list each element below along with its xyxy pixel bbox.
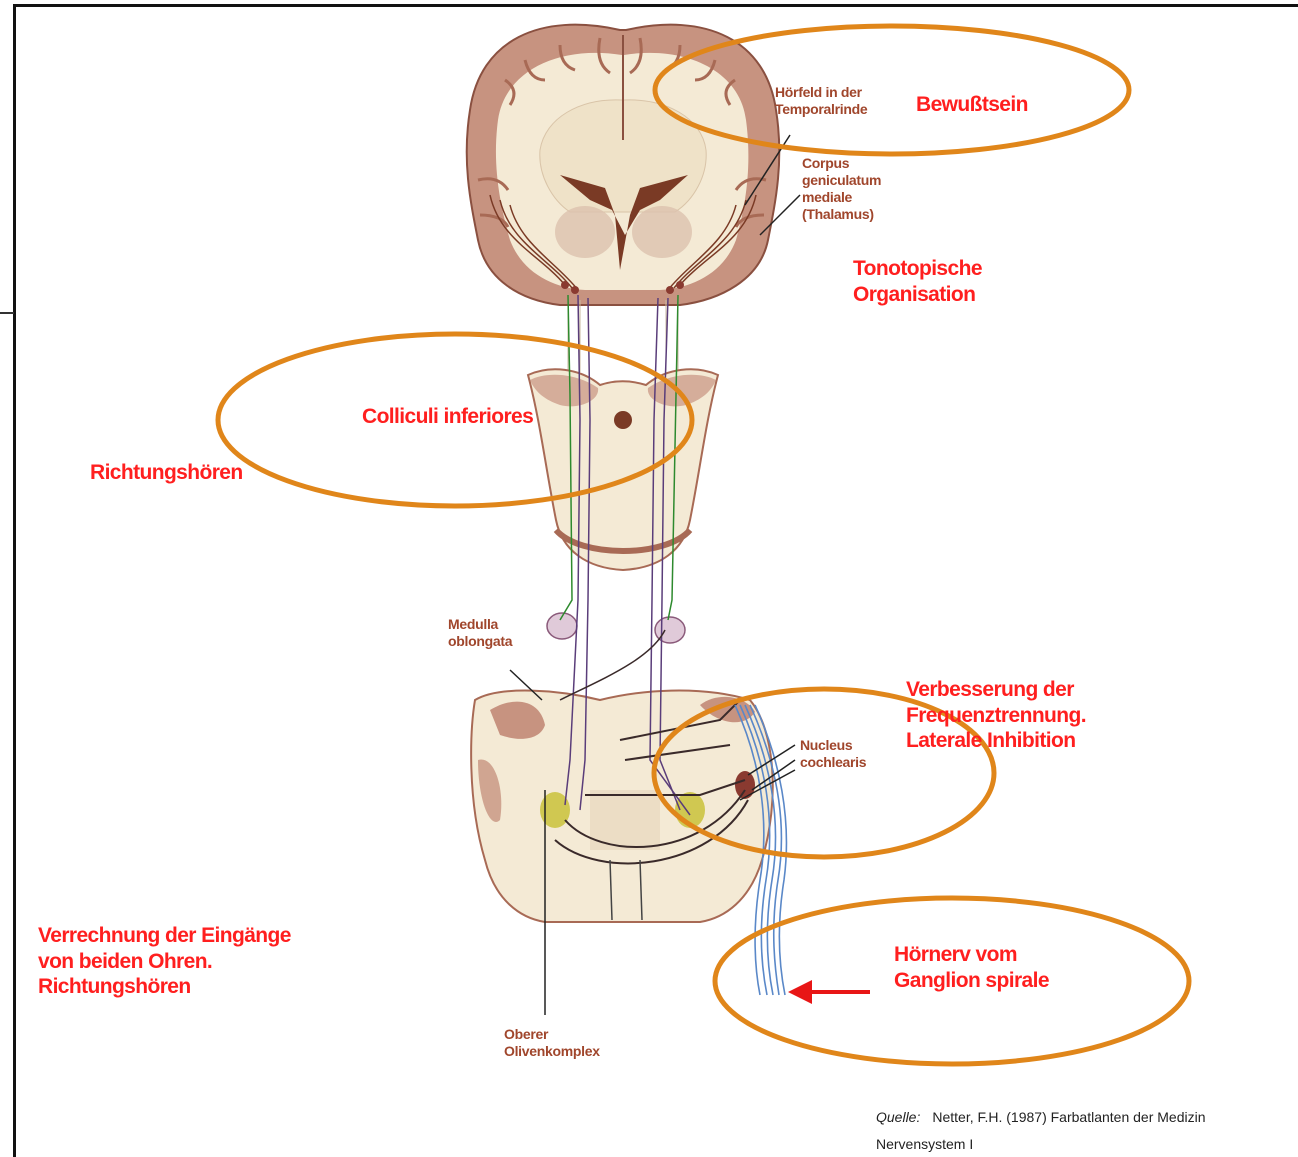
label-line: Hörfeld in der	[775, 84, 867, 101]
anat-medulla: Medulla oblongata	[448, 616, 512, 650]
label-line: Hörnerv vom	[894, 942, 1049, 968]
source-citation: Quelle: Netter, F.H. (1987) Farbatlanten …	[876, 1104, 1206, 1157]
medulla-section	[471, 691, 773, 922]
label-line: oblongata	[448, 633, 512, 650]
label-line: Tonotopische	[853, 256, 982, 282]
source-prefix: Quelle:	[876, 1109, 920, 1125]
label-hoernerv: Hörnerv vom Ganglion spirale	[894, 942, 1049, 993]
label-verbesserung: Verbesserung der Frequenztrennung. Later…	[906, 677, 1086, 754]
label-line: von beiden Ohren.	[38, 949, 291, 975]
label-richtungshoeren: Richtungshören	[90, 460, 243, 486]
source-text: Netter, F.H. (1987) Farbatlanten der Med…	[932, 1109, 1205, 1125]
label-line: Oberer	[504, 1026, 600, 1043]
anat-corpus-geniculatum: Corpus geniculatum mediale (Thalamus)	[802, 155, 881, 223]
label-line: Frequenztrennung.	[906, 703, 1086, 729]
label-line: Medulla	[448, 616, 512, 633]
midbrain-section	[528, 369, 718, 570]
label-line: Verbesserung der	[906, 677, 1086, 703]
red-arrow	[788, 980, 870, 1004]
anat-nucleus: Nucleus cochlearis	[800, 737, 866, 771]
source-line: Nervensystem I	[876, 1131, 1206, 1157]
label-colliculi: Colliculi inferiores	[362, 404, 533, 430]
label-line: Nucleus	[800, 737, 866, 754]
label-line: (Thalamus)	[802, 206, 881, 223]
brain-coronal-section	[467, 25, 780, 372]
label-bewusstsein: Bewußtsein	[916, 92, 1028, 118]
label-line: Richtungshören	[38, 974, 291, 1000]
label-line: Olivenkomplex	[504, 1043, 600, 1060]
pons-nuclei	[547, 613, 685, 643]
label-verrechnung: Verrechnung der Eingänge von beiden Ohre…	[38, 923, 291, 1000]
label-tonotopische: Tonotopische Organisation	[853, 256, 982, 307]
label-line: Organisation	[853, 282, 982, 308]
label-line: Laterale Inhibition	[906, 728, 1086, 754]
anat-oberer-olivenkomplex: Oberer Olivenkomplex	[504, 1026, 600, 1060]
label-line: cochlearis	[800, 754, 866, 771]
source-line: Quelle: Netter, F.H. (1987) Farbatlanten …	[876, 1104, 1206, 1131]
label-line: Ganglion spirale	[894, 968, 1049, 994]
anat-hoerfeld: Hörfeld in der Temporalrinde	[775, 84, 867, 118]
label-line: geniculatum	[802, 172, 881, 189]
label-line: Corpus	[802, 155, 881, 172]
label-line: mediale	[802, 189, 881, 206]
label-line: Temporalrinde	[775, 101, 867, 118]
label-line: Verrechnung der Eingänge	[38, 923, 291, 949]
